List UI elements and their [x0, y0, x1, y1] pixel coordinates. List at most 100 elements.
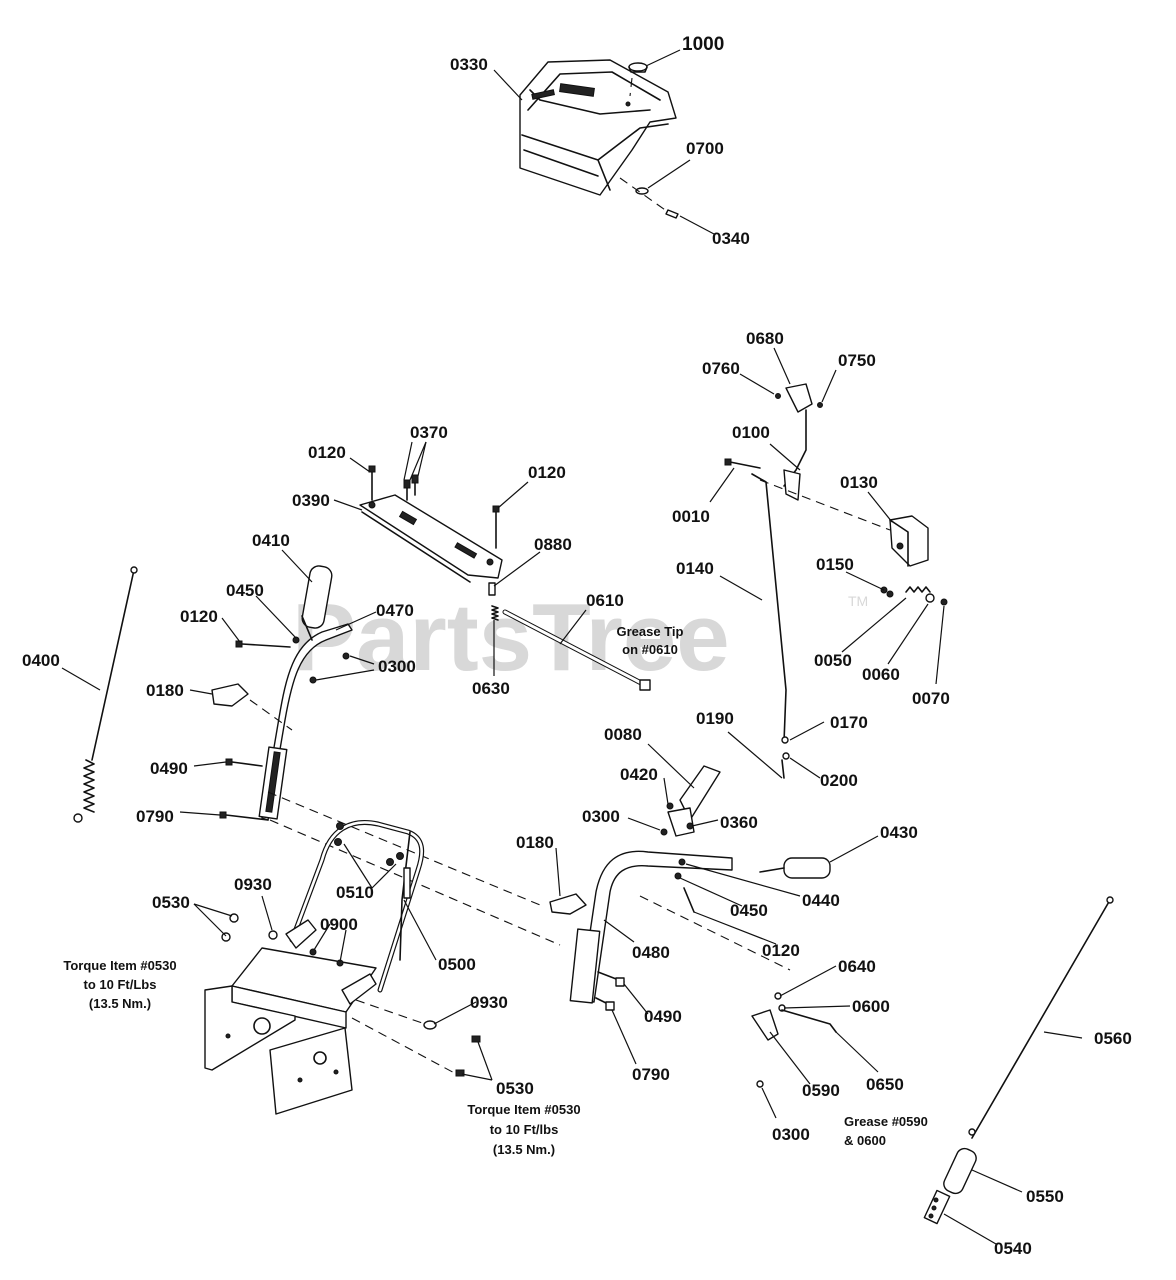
control-lever-0080 — [667, 765, 721, 837]
grip-0410 — [301, 565, 333, 641]
callout-0390: 0390 — [292, 491, 330, 510]
callout-0180-b: 0180 — [516, 833, 554, 852]
callout-0010: 0010 — [672, 507, 710, 526]
screw-0760 — [775, 393, 781, 399]
callout-0610: 0610 — [586, 591, 624, 610]
lower-handle-0500 — [289, 820, 425, 993]
callout-0510: 0510 — [336, 883, 374, 902]
callout-0930-b: 0930 — [470, 993, 508, 1012]
callout-0490-b: 0490 — [644, 1007, 682, 1026]
callout-0590: 0590 — [802, 1081, 840, 1100]
washer-0700 — [635, 187, 649, 195]
nut-0070 — [940, 598, 948, 606]
svg-text:on #0610: on #0610 — [622, 642, 678, 657]
shift-rod-0100 — [783, 409, 807, 501]
callout-0530-a: 0530 — [152, 893, 190, 912]
callout-0700: 0700 — [686, 139, 724, 158]
callout-0340: 0340 — [712, 229, 750, 248]
callout-0900: 0900 — [320, 915, 358, 934]
clip-0180-right — [549, 893, 587, 915]
pin-0880 — [488, 582, 496, 596]
note-grease-0590: Grease #0590 & 0600 — [844, 1114, 928, 1148]
shift-rod-0140 — [751, 473, 787, 743]
bolt-0530-b — [455, 1069, 465, 1077]
bolt-0120-right — [492, 505, 500, 549]
nut-0300-c — [660, 828, 668, 836]
svg-text:Torque Item #0530: Torque Item #0530 — [63, 958, 176, 973]
callout-0540: 0540 — [994, 1239, 1032, 1258]
callout-labels: 1000 0330 0700 0340 0680 0760 0750 0100 … — [22, 34, 1132, 1258]
note-grease-tip: Grease Tip on #0610 — [617, 624, 684, 657]
bolt-0490-left — [225, 758, 263, 767]
callout-0880: 0880 — [534, 535, 572, 554]
callout-0120-a: 0120 — [308, 443, 346, 462]
nut-0900 — [309, 948, 317, 956]
callout-0170: 0170 — [830, 713, 868, 732]
bolt-0120-upper — [368, 465, 376, 501]
spring-0050 — [905, 586, 931, 593]
callout-0120-c: 0120 — [180, 607, 218, 626]
nut-0420 — [666, 802, 674, 810]
dash-panel-0330 — [519, 59, 677, 196]
shaft-0610 — [502, 609, 651, 691]
bolt-0530-a — [471, 1035, 481, 1043]
callout-0450-b: 0450 — [730, 901, 768, 920]
bolts-0510 — [334, 822, 404, 866]
callout-0150: 0150 — [816, 555, 854, 574]
callout-0070: 0070 — [912, 689, 950, 708]
knob-1000 — [628, 62, 648, 73]
nut-0450-right — [674, 872, 682, 880]
screw-0750 — [817, 402, 823, 408]
bolt-0010 — [724, 458, 761, 469]
svg-text:& 0600: & 0600 — [844, 1133, 886, 1148]
callout-0190: 0190 — [696, 709, 734, 728]
pin-0440 — [678, 858, 686, 866]
bolt-0490-right — [597, 971, 625, 987]
callout-0180-a: 0180 — [146, 681, 184, 700]
callout-0650: 0650 — [866, 1075, 904, 1094]
spring-0630 — [491, 605, 499, 621]
connector-0540 — [923, 1189, 951, 1225]
svg-text:to 10 Ft/Lbs: to 10 Ft/Lbs — [84, 977, 157, 992]
chassis-plate — [204, 919, 377, 1115]
bolt-0120-right-low — [683, 887, 695, 913]
bolt-0790-right — [595, 997, 615, 1011]
callout-0300-c: 0300 — [772, 1125, 810, 1144]
bolts-0370 — [403, 474, 419, 501]
bolt-0120-left — [235, 640, 291, 648]
washer-0060 — [925, 593, 935, 603]
screw-0340 — [665, 209, 679, 219]
bracket-0130 — [889, 515, 929, 567]
washer-0170 — [781, 736, 789, 744]
upper-handle-0480 — [569, 850, 733, 1004]
callout-0420: 0420 — [620, 765, 658, 784]
watermark: PartsTree — [292, 584, 730, 691]
svg-text:to 10 Ft/lbs: to 10 Ft/lbs — [490, 1122, 559, 1137]
callout-0140: 0140 — [676, 559, 714, 578]
callout-0440: 0440 — [802, 891, 840, 910]
bolts-0530-left — [221, 913, 239, 942]
callout-0680: 0680 — [746, 329, 784, 348]
callout-0530-b: 0530 — [496, 1079, 534, 1098]
callout-1000: 1000 — [682, 34, 724, 55]
callout-0490-a: 0490 — [150, 759, 188, 778]
rod-0650 — [781, 1009, 837, 1033]
svg-text:Grease Tip: Grease Tip — [617, 624, 684, 639]
callout-0500: 0500 — [438, 955, 476, 974]
watermark-trademark: TM — [848, 593, 868, 609]
callout-0430: 0430 — [880, 823, 918, 842]
svg-text:(13.5 Nm.): (13.5 Nm.) — [89, 996, 151, 1011]
nut-0300-d — [756, 1080, 764, 1088]
callout-0640: 0640 — [838, 957, 876, 976]
nuts-0150 — [880, 586, 894, 598]
washer-0930-left — [268, 930, 278, 940]
callout-0450-a: 0450 — [226, 581, 264, 600]
callout-0120-d: 0120 — [762, 941, 800, 960]
callout-0300-a: 0300 — [378, 657, 416, 676]
note-torque-bottom: Torque Item #0530 to 10 Ft/lbs (13.5 Nm.… — [467, 1102, 580, 1157]
clip-0180-left — [211, 683, 249, 707]
callout-0330: 0330 — [450, 55, 488, 74]
callout-0360: 0360 — [720, 813, 758, 832]
callout-0130: 0130 — [840, 473, 878, 492]
grip-0430 — [759, 857, 831, 879]
